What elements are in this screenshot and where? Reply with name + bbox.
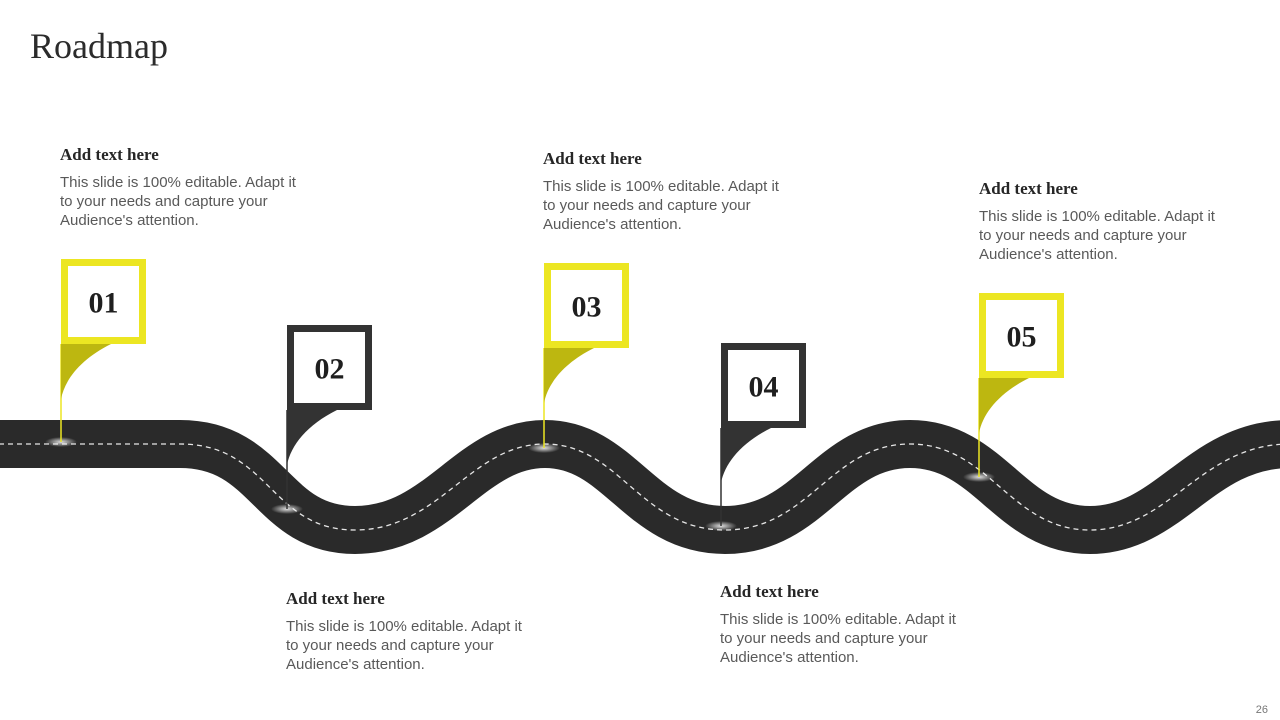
milestone-description: This slide is 100% editable. Adapt it to… <box>720 611 956 666</box>
marker-inner <box>986 300 1057 371</box>
milestone-2-text: Add text here This slide is 100% editabl… <box>286 589 536 674</box>
milestone-heading: Add text here <box>286 589 385 608</box>
milestone-4-text: Add text here This slide is 100% editabl… <box>720 582 970 667</box>
milestone-description: This slide is 100% editable. Adapt it to… <box>60 174 296 229</box>
marker-inner <box>728 350 799 421</box>
milestone-heading: Add text here <box>543 149 642 168</box>
milestone-marker-3: 03 <box>528 263 629 453</box>
milestone-number: 04 <box>749 371 779 404</box>
marker-flag <box>61 344 111 399</box>
page-number: 26 <box>1255 704 1268 716</box>
milestone-marker-5: 05 <box>963 293 1064 482</box>
road <box>0 419 1280 555</box>
milestone-description: This slide is 100% editable. Adapt it to… <box>979 208 1215 263</box>
milestone-3-text: Add text here This slide is 100% editabl… <box>543 149 793 234</box>
marker-flag <box>979 378 1029 433</box>
milestone-number: 02 <box>315 353 345 386</box>
milestone-description: This slide is 100% editable. Adapt it to… <box>286 618 522 673</box>
milestone-number: 01 <box>89 287 119 320</box>
marker-inner <box>551 270 622 341</box>
milestone-number: 03 <box>572 291 602 324</box>
milestone-5-text: Add text here This slide is 100% editabl… <box>979 179 1229 264</box>
milestone-heading: Add text here <box>60 145 159 164</box>
marker-flag <box>287 410 337 465</box>
milestone-heading: Add text here <box>720 582 819 601</box>
milestone-marker-2: 02 <box>271 325 372 514</box>
milestone-marker-4: 04 <box>705 343 806 531</box>
marker-inner <box>68 266 139 337</box>
marker-inner <box>294 332 365 403</box>
slide-title: Roadmap <box>30 26 168 66</box>
marker-flag <box>721 428 771 483</box>
milestone-number: 05 <box>1007 321 1037 354</box>
marker-flag <box>544 348 594 403</box>
milestone-marker-1: 01 <box>45 259 146 447</box>
milestone-1-text: Add text here This slide is 100% editabl… <box>60 145 310 230</box>
milestone-description: This slide is 100% editable. Adapt it to… <box>543 178 779 233</box>
milestone-heading: Add text here <box>979 179 1078 198</box>
